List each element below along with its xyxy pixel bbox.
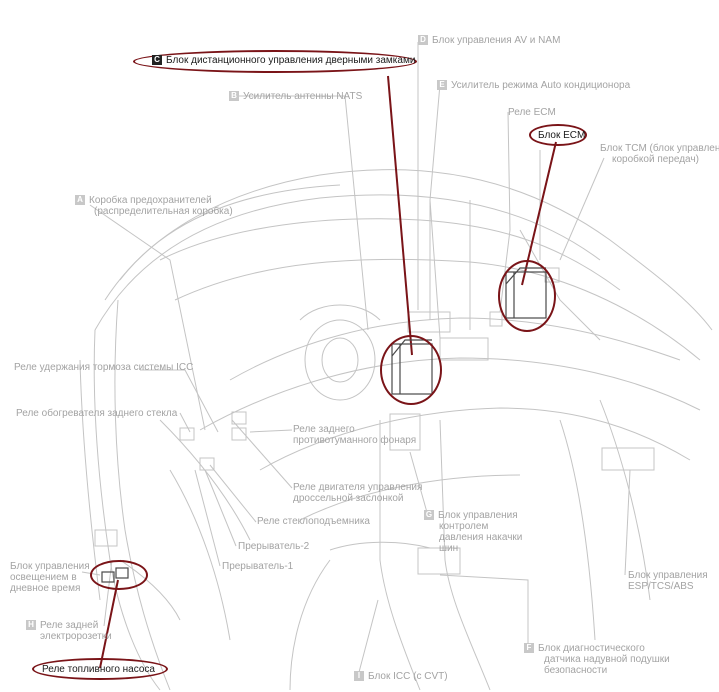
label-g-line1: Блок управления	[438, 510, 518, 521]
label-c-text: Блок дистанционного управления дверными …	[166, 55, 416, 66]
label-f-line1: Блок диагностического	[538, 643, 645, 654]
label-f-airbag-sensor: F Блок диагностического датчика надувной …	[524, 643, 670, 676]
label-tcm-line1: Блок TCM (блок управления	[600, 143, 719, 154]
badge-d: D	[418, 35, 428, 46]
label-wiper-relay: Реле стеклоподъемника	[257, 516, 370, 527]
label-breaker-2: Прерыватель-2	[238, 541, 310, 552]
label-ecm-relay: Реле ECM	[508, 107, 556, 118]
highlight-ring-fuel-pump-label	[32, 658, 168, 680]
highlight-ring-door-lock-module	[380, 335, 442, 405]
label-rear-fog-line1: Реле заднего	[293, 424, 355, 435]
label-c-door-lock-control: C Блок дистанционного управления дверными…	[152, 55, 415, 66]
label-i-icc-block: I Блок ICC (с CVT)	[354, 671, 448, 682]
label-b-text: Усилитель антенны NATS	[243, 91, 363, 102]
label-e-auto-ac: E Усилитель режима Auto кондиционора	[437, 80, 630, 91]
badge-c: C	[152, 55, 162, 66]
label-throttle-line1: Реле двигателя управления	[293, 482, 423, 493]
label-d-av-nam: D Блок управления AV и NAM	[418, 35, 560, 46]
badge-g: G	[424, 510, 434, 521]
label-tcm-line2: коробкой передач)	[612, 154, 699, 165]
highlight-ring-fuel-pump-relay	[90, 560, 148, 590]
label-a-line1: Коробка предохранителей	[89, 195, 212, 206]
badge-b: B	[229, 91, 239, 102]
highlight-ring-c-label	[133, 50, 417, 73]
label-h-rear-socket: H Реле задней электророзетки	[26, 620, 112, 642]
highlight-ring-ecm-label	[529, 124, 587, 146]
label-g-tire-pressure: G Блок управления контролем давления нака…	[424, 510, 522, 554]
badge-a: A	[75, 195, 85, 206]
label-fuel-pump-relay: Реле топливного насоса	[42, 664, 155, 675]
label-esp-tcs-abs: Блок управления ESP/TCS/ABS	[628, 570, 708, 592]
label-b-nats: B Усилитель антенны NATS	[229, 91, 362, 102]
label-esp-line2: ESP/TCS/ABS	[628, 581, 694, 592]
label-drl-line1: Блок управления	[10, 561, 90, 572]
label-icc-brake-relay: Реле удержания тормоза системы ICC	[14, 362, 194, 373]
label-throttle-line2: дроссельной заслонкой	[293, 493, 404, 504]
badge-f: F	[524, 643, 534, 654]
label-h-line2: электророзетки	[40, 631, 112, 642]
label-g-line3: давления накачки	[439, 532, 523, 543]
label-rear-fog-line2: противотуманного фонаря	[293, 435, 417, 446]
label-g-line4: шин	[439, 543, 459, 554]
label-breaker-1: Прерыватель-1	[222, 561, 294, 572]
label-d-text: Блок управления AV и NAM	[432, 35, 561, 46]
label-h-line1: Реле задней	[40, 620, 99, 631]
badge-h: H	[26, 620, 36, 631]
label-i-text: Блок ICC (с CVT)	[368, 671, 448, 682]
label-esp-line1: Блок управления	[628, 570, 708, 581]
label-ecm-block: Блок ECM	[538, 130, 586, 141]
label-f-line2: датчика надувной подушки	[544, 654, 670, 665]
label-drl-line3: дневное время	[10, 583, 81, 594]
label-rear-fog-relay: Реле заднего противотуманного фонаря	[293, 424, 416, 446]
label-drl-control: Блок управления освещением в дневное вре…	[10, 561, 90, 594]
label-throttle-relay: Реле двигателя управления дроссельной за…	[293, 482, 422, 504]
label-f-line3: безопасности	[544, 665, 608, 676]
label-e-text: Усилитель режима Auto кондиционора	[451, 80, 631, 91]
label-a-line2: (распределительная коробка)	[94, 206, 233, 217]
label-a-fuse-box: A Коробка предохранителей (распределитель…	[75, 195, 233, 217]
highlight-ring-ecm-module	[498, 260, 556, 332]
label-drl-line2: освещением в	[10, 572, 77, 583]
badge-i: I	[354, 671, 364, 682]
label-tcm: Блок TCM (блок управления коробкой перед…	[600, 143, 719, 165]
label-g-line2: контролем	[439, 521, 489, 532]
badge-e: E	[437, 80, 447, 91]
label-rear-defog-relay: Реле обогревателя заднего стекла	[16, 408, 178, 419]
